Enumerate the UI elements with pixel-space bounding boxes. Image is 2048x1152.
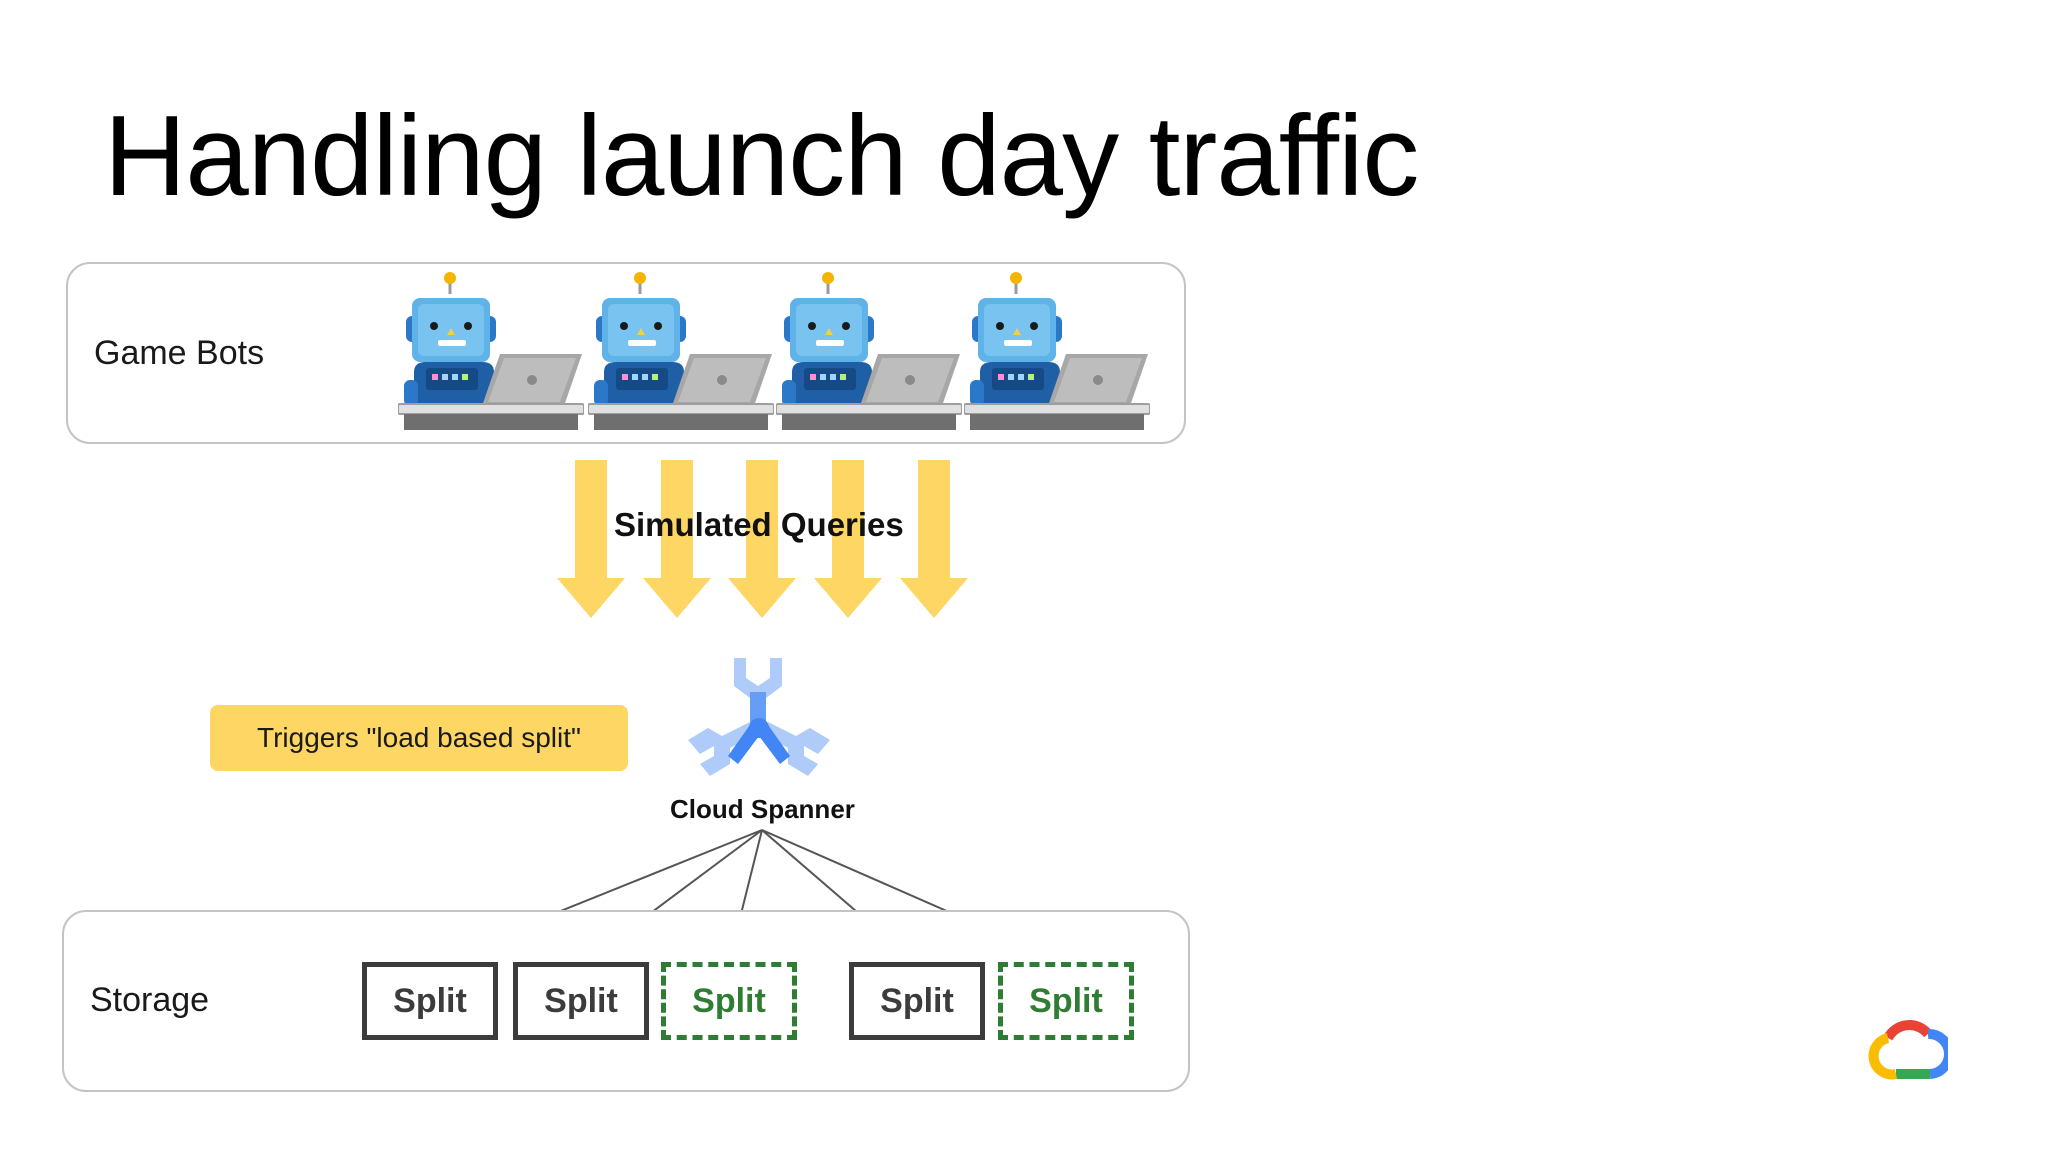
robot-at-laptop-icon: [588, 268, 774, 434]
split-existing: Split: [849, 962, 985, 1040]
slide-title: Handling launch day traffic: [104, 93, 1419, 220]
split-existing: Split: [513, 962, 649, 1040]
robot-at-laptop-icon: [964, 268, 1150, 434]
split-existing: Split: [362, 962, 498, 1040]
query-arrow: [557, 460, 625, 618]
cloud-spanner-label: Cloud Spanner: [670, 794, 855, 824]
game-bots-label: Game Bots: [94, 334, 265, 372]
google-cloud-logo-icon: [1868, 1020, 1948, 1080]
robot-at-laptop-icon: [398, 268, 584, 434]
load-based-split-note: Triggers "load based split": [210, 705, 628, 771]
split-new: Split: [661, 962, 797, 1040]
query-arrow: [643, 460, 711, 618]
robot-at-laptop-icon: [776, 268, 962, 434]
storage-label: Storage: [90, 981, 210, 1019]
query-arrow: [728, 460, 796, 618]
simulated-queries-label: Simulated Queries: [614, 506, 904, 543]
query-arrow: [900, 460, 968, 618]
cloud-spanner-icon: [688, 658, 830, 776]
query-arrows: [557, 460, 968, 618]
query-arrow: [814, 460, 882, 618]
split-new: Split: [998, 962, 1134, 1040]
